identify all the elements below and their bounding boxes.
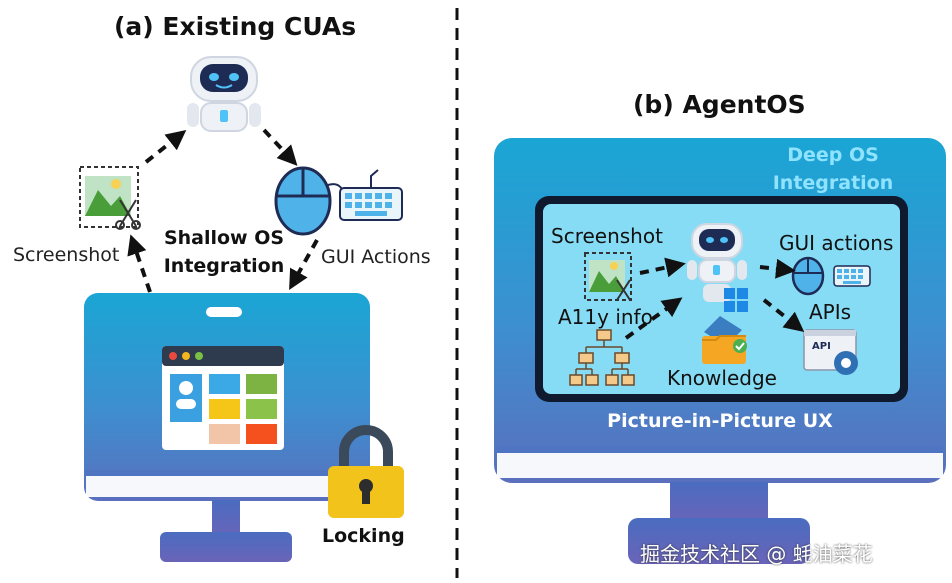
shallow-integration-line2: Integration — [163, 255, 285, 277]
watermark-text: 掘金技术社区 @ 蚝油菜花 — [640, 542, 873, 566]
locking-label: Locking — [322, 525, 405, 547]
left-gui-actions-label: GUI Actions — [321, 246, 431, 268]
left-arrows — [127, 128, 319, 293]
screenshot-icon-right — [584, 252, 632, 301]
right-gui-actions-label: GUI actions — [779, 231, 894, 255]
app-window-icon — [162, 346, 284, 450]
pip-ux-label: Picture-in-Picture UX — [607, 410, 833, 432]
right-screenshot-label: Screenshot — [551, 224, 663, 248]
robot-icon-left — [187, 56, 261, 132]
api-icon-text: API — [812, 341, 831, 352]
a11y-info-label: A11y info — [558, 305, 653, 329]
right-arrows — [624, 257, 805, 340]
robot-icon-right — [687, 223, 747, 302]
deep-integration-label: Deep OS Integration — [758, 141, 908, 197]
knowledge-folder-icon — [702, 316, 747, 364]
apis-label: APIs — [809, 300, 852, 324]
mouse-keyboard-icon-left — [274, 166, 403, 236]
shallow-integration-line1: Shallow OS — [163, 227, 285, 249]
accessibility-tree-icon — [569, 329, 635, 386]
api-icon: API — [803, 329, 858, 375]
deep-integration-line2: Integration — [772, 172, 894, 194]
screenshot-icon-left — [79, 166, 141, 230]
deep-integration-line1: Deep OS — [787, 144, 879, 166]
windows-logo-icon — [724, 288, 748, 312]
knowledge-label: Knowledge — [667, 366, 777, 390]
right-panel-title: (b) AgentOS — [633, 90, 806, 119]
lock-icon — [328, 425, 404, 518]
left-screenshot-label: Screenshot — [13, 244, 120, 266]
shallow-integration-label: Shallow OS Integration — [159, 224, 289, 280]
left-panel-title: (a) Existing CUAs — [114, 12, 357, 41]
